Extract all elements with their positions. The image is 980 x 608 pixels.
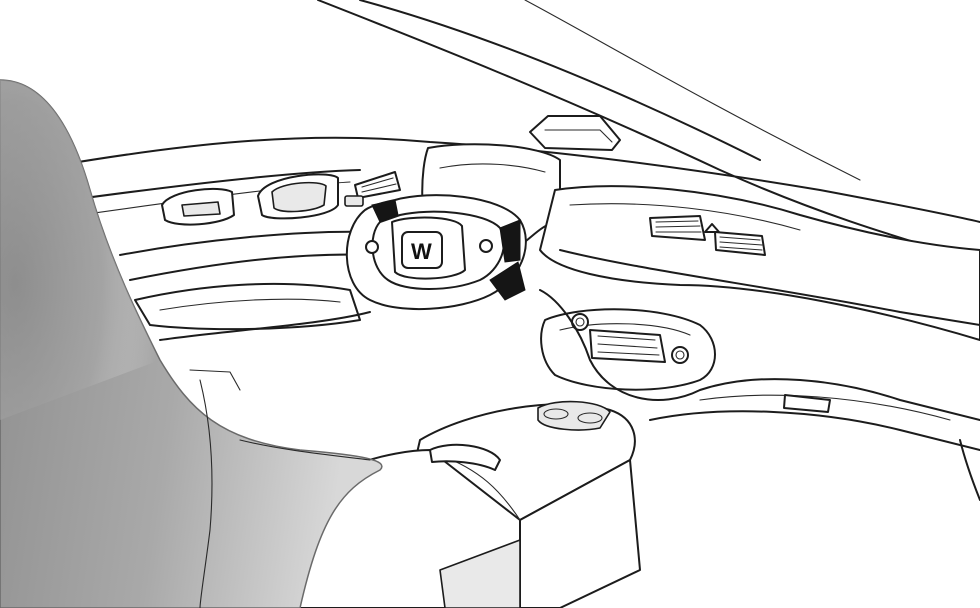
left-side-vent [161, 187, 235, 226]
climate-control-buttons[interactable] [589, 329, 666, 363]
rearview-mirror [529, 115, 621, 151]
steering-left-button-icon[interactable] [365, 240, 379, 254]
center-air-vent-left [649, 215, 706, 241]
hazard-button-icon[interactable] [704, 223, 720, 233]
driver-seat [0, 79, 383, 608]
windshield-lines [317, 0, 980, 263]
glovebox-handle[interactable] [783, 394, 831, 413]
dash-speaker-grille [257, 173, 339, 220]
console-knob-right-icon[interactable] [671, 346, 689, 364]
steering-wheel-hub: W [391, 216, 466, 280]
steering-logo: W [411, 239, 432, 264]
dash-dark-panel [489, 261, 526, 301]
steering-right-button-icon[interactable] [479, 239, 493, 253]
lower-dash [539, 289, 980, 451]
lower-right-trim [959, 439, 980, 501]
console-latch[interactable] [429, 443, 501, 471]
console-storage-lid[interactable] [439, 539, 521, 608]
cupholder-icon [537, 400, 611, 431]
door-panel [119, 230, 381, 341]
small-vent [344, 171, 401, 207]
logo-badge [401, 231, 443, 269]
center-air-vent-right [714, 231, 766, 256]
